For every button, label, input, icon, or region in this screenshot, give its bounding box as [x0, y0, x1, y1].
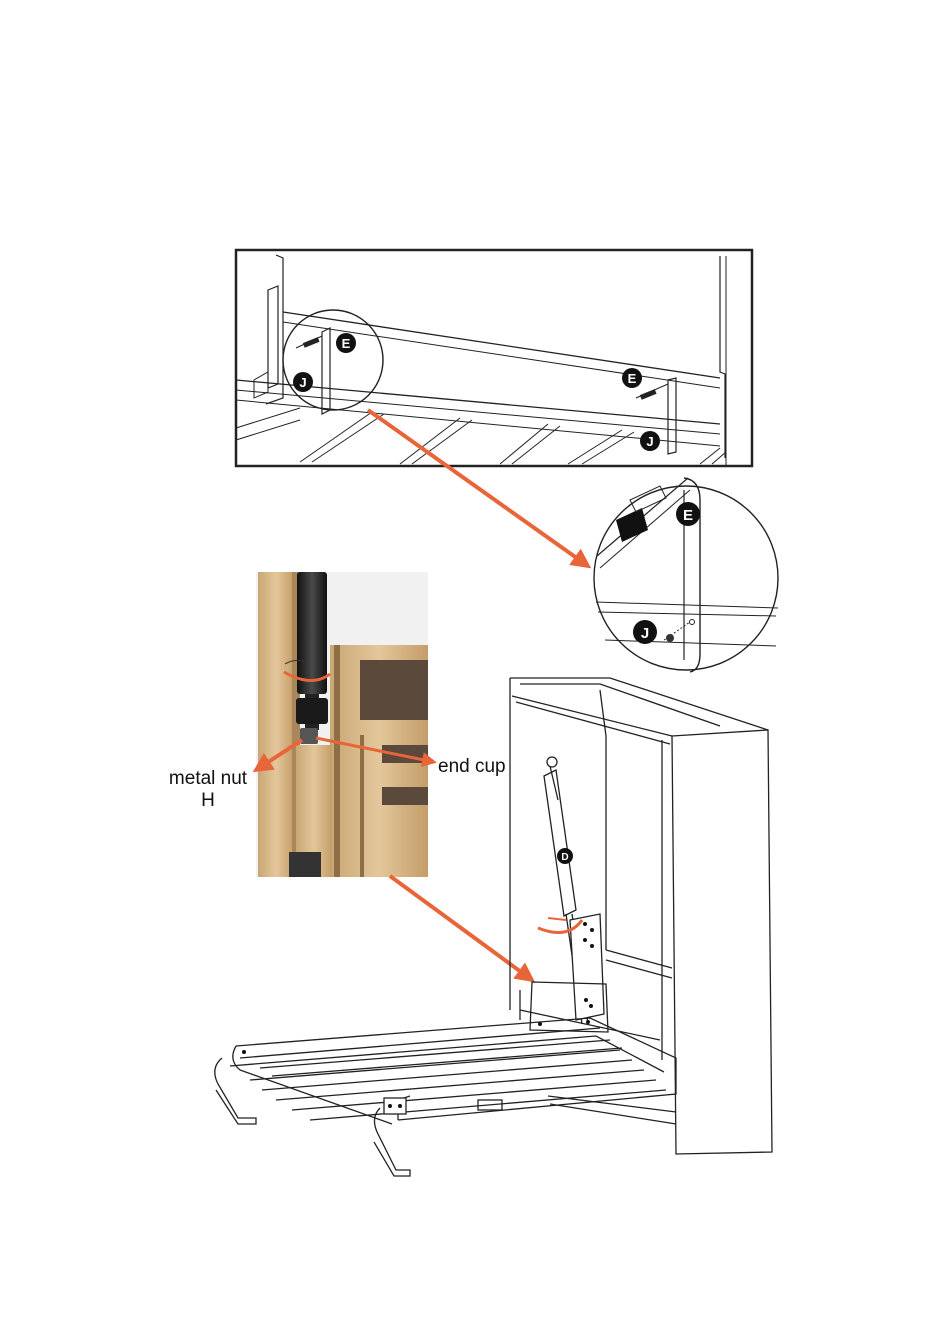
svg-text:J: J: [646, 434, 653, 449]
callout-arrow-bottom: [390, 876, 532, 980]
magnified-detail: E J: [594, 478, 778, 672]
svg-text:E: E: [628, 371, 637, 386]
marker-j-right: J: [640, 431, 660, 451]
end-cup-label: end cup: [438, 756, 506, 778]
svg-text:E: E: [342, 336, 351, 351]
metal-nut-code: H: [163, 790, 253, 812]
marker-d-strut: D: [557, 848, 573, 864]
top-panel: E J E J: [236, 250, 752, 466]
marker-j-detail: J: [633, 620, 657, 644]
marker-e-left: E: [336, 333, 356, 353]
svg-text:D: D: [561, 852, 568, 863]
photo-inset: [256, 572, 428, 877]
marker-j-left: J: [293, 372, 313, 392]
svg-text:J: J: [299, 375, 306, 390]
marker-e-detail: E: [676, 502, 700, 526]
svg-text:E: E: [683, 507, 693, 524]
metal-nut-label: metal nut: [163, 768, 253, 790]
svg-text:J: J: [641, 625, 649, 642]
marker-e-right: E: [622, 368, 642, 388]
